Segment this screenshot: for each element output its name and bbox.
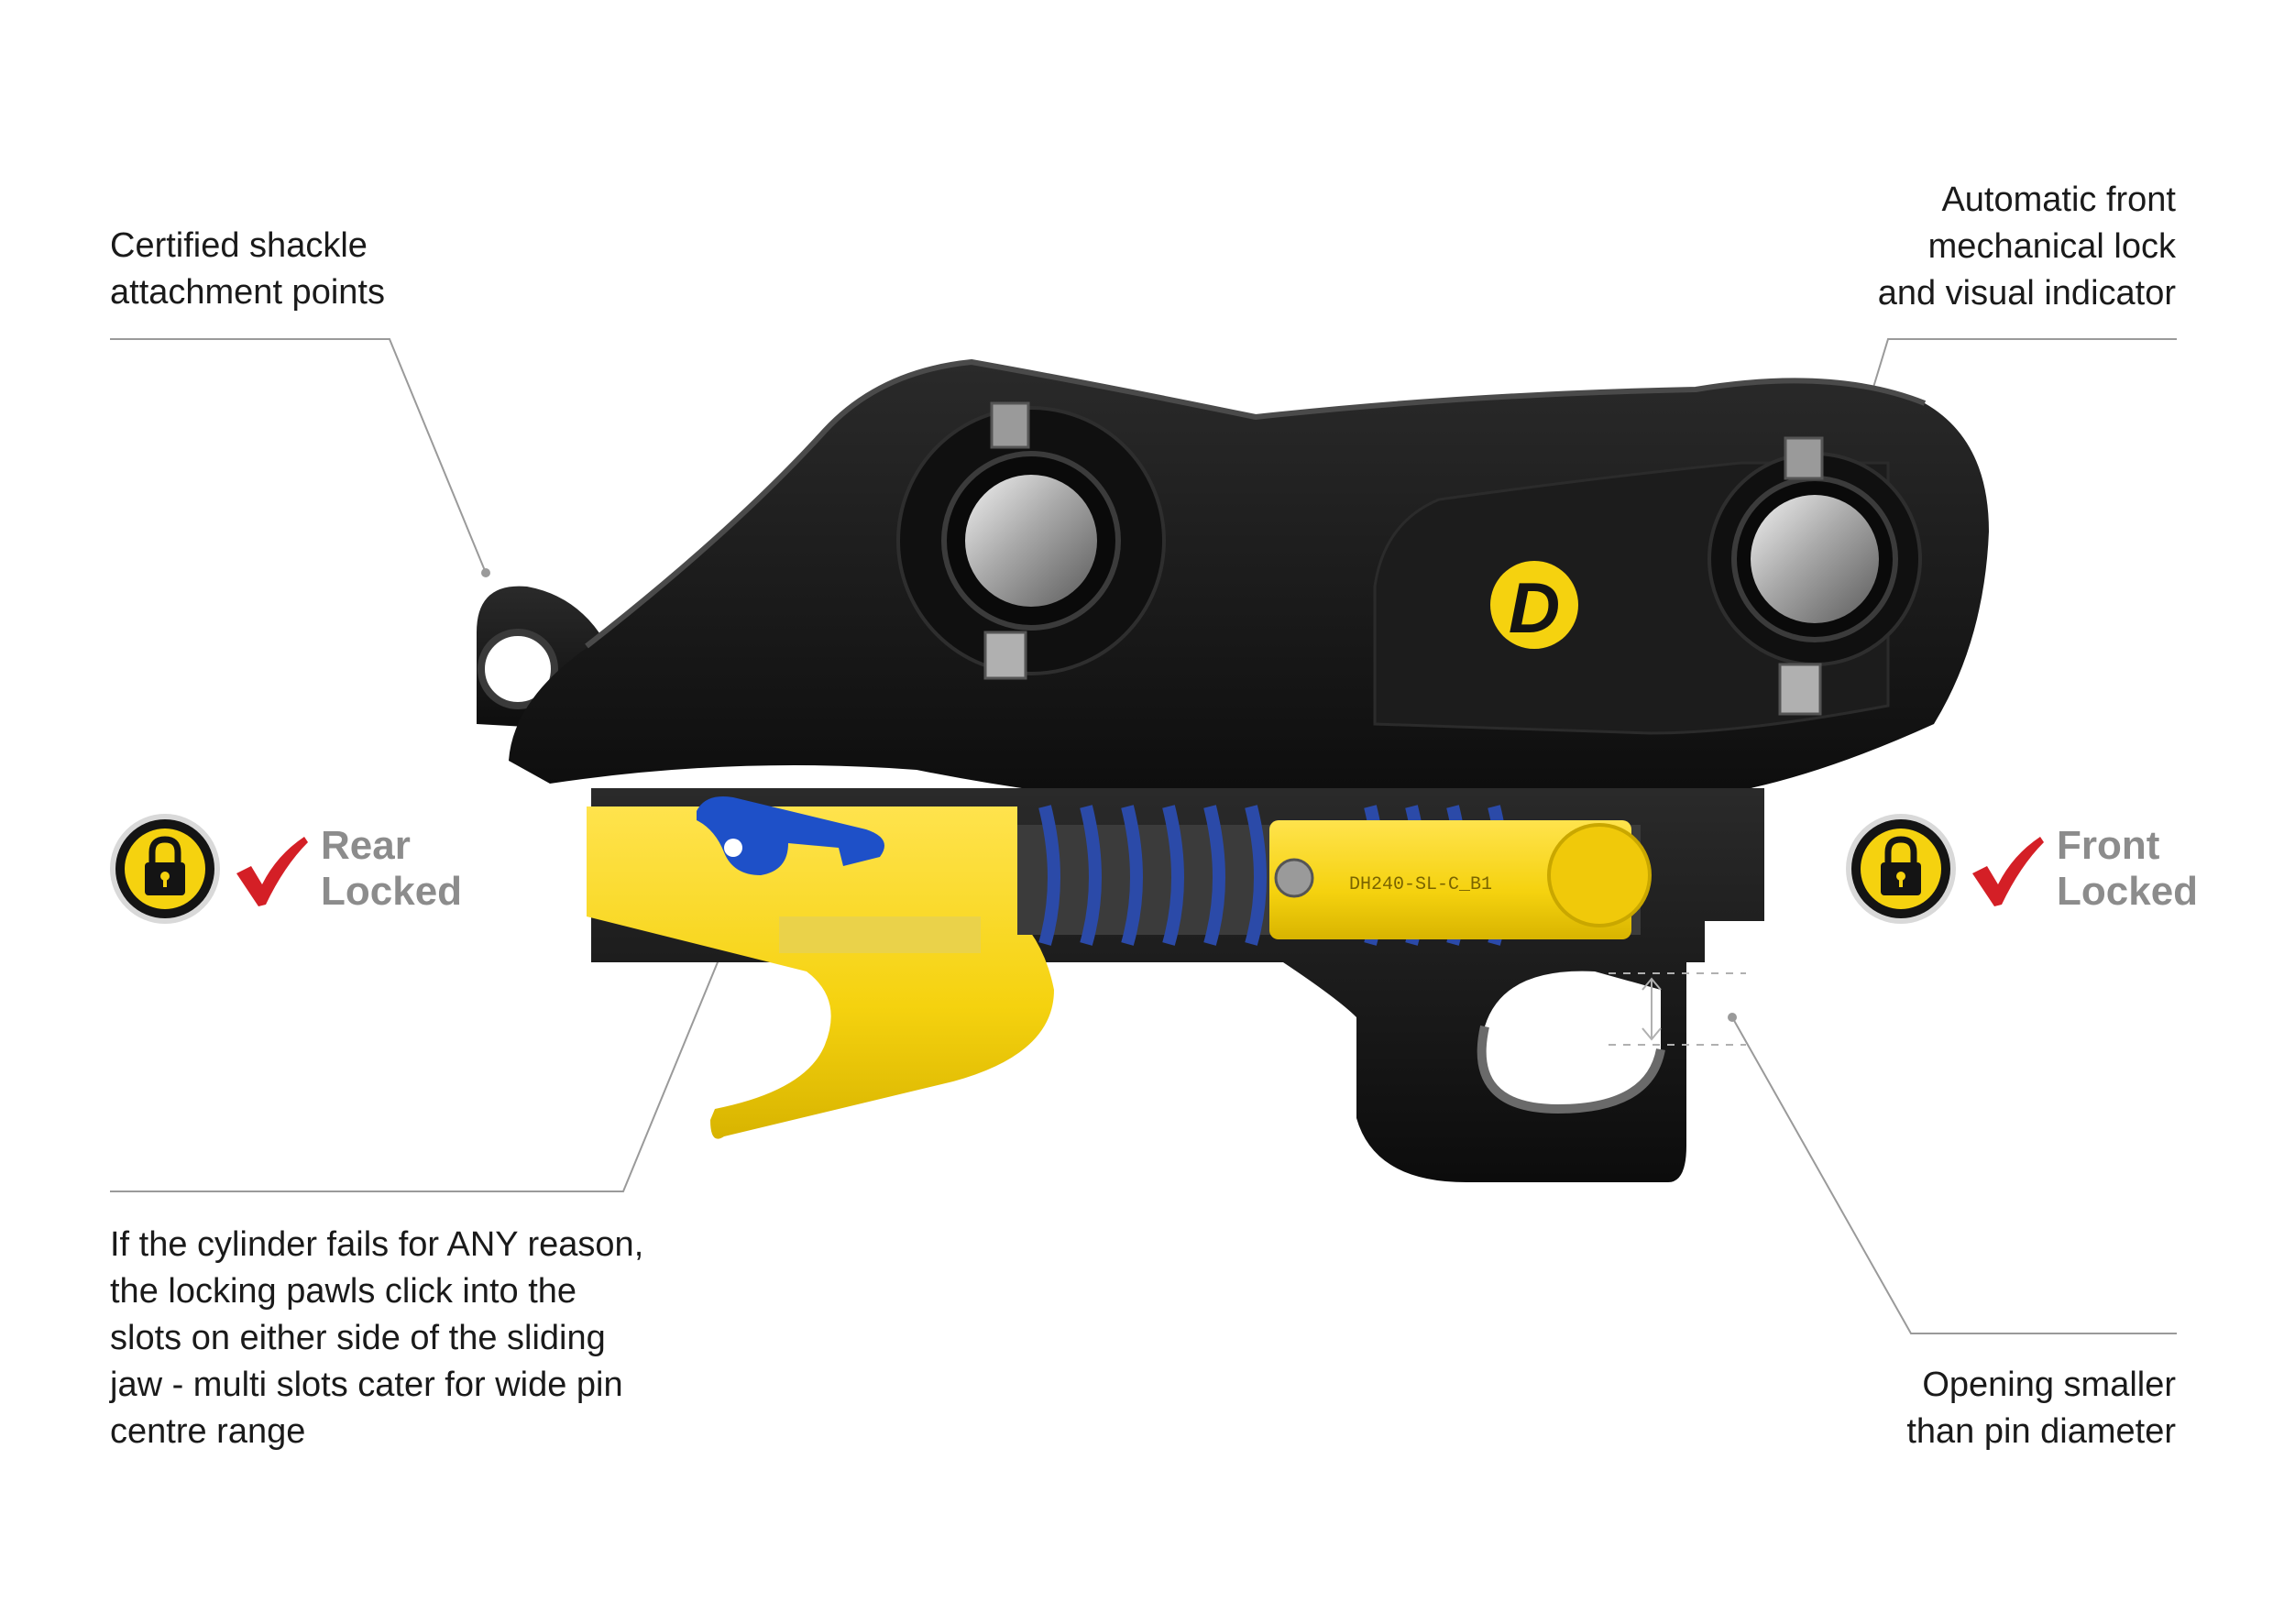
callout-front-lock: Automatic front mechanical lock and visu… — [1878, 177, 2176, 317]
leader-dot-opening — [1728, 1013, 1737, 1022]
callout-shackle-line-2: attachment points — [110, 273, 385, 312]
callout-front-lock-line-3: and visual indicator — [1877, 274, 2176, 313]
checkmark-icon — [236, 837, 308, 906]
rear-bolt-bottom — [983, 631, 1027, 680]
callout-pawls-line-3: slots on either side of the sliding — [110, 1319, 606, 1357]
front-hook-rim — [1477, 1025, 1665, 1114]
padlock-icon — [1846, 814, 1956, 924]
callout-shackle-line-1: Certified shackle — [110, 226, 368, 265]
rear-pin — [965, 475, 1097, 607]
opening-dimension — [1609, 972, 1746, 1046]
status-front-locked: Front Locked — [1844, 812, 2198, 926]
logo-letter: D — [1509, 567, 1560, 648]
front-pin — [1751, 495, 1879, 623]
hydraulic-cylinder — [1269, 820, 1631, 939]
logo-badge — [1490, 561, 1578, 649]
callout-pawls-line-4: jaw - multi slots cater for wide pin — [110, 1366, 623, 1404]
callout-pawls-line-2: the locking pawls click into the — [110, 1272, 577, 1311]
status-rear-locked-word: Locked — [321, 869, 463, 914]
status-front-locked-word: Locked — [2057, 869, 2199, 914]
callout-opening-line-1: Opening smaller — [1922, 1366, 2176, 1404]
top-plate-edge-highlight — [585, 358, 1927, 649]
status-rear-label: Rear Locked — [321, 823, 462, 915]
leader-line-shackle — [110, 338, 487, 574]
locking-pawl — [697, 796, 884, 875]
cylinder-bolt — [1274, 858, 1314, 898]
sliding-jaw — [587, 807, 1054, 1139]
callout-front-lock-line-1: Automatic front — [1941, 181, 2176, 219]
callout-shackle-points: Certified shackle attachment points — [110, 223, 385, 316]
leader-line-pawls — [110, 879, 752, 1192]
part-code: DH240-SL-C_B1 — [1349, 874, 1492, 895]
callout-opening-line-2: than pin diameter — [1906, 1412, 2176, 1451]
status-front-word: Front — [2057, 823, 2160, 868]
status-rear-word: Rear — [321, 823, 411, 868]
leader-line-opening — [1731, 1016, 2177, 1334]
checkmark-icon — [1972, 837, 2044, 906]
leader-dot-shackle — [481, 568, 490, 577]
callout-pawls-line-5: centre range — [110, 1412, 306, 1451]
callout-front-lock-line-2: mechanical lock — [1927, 227, 2176, 266]
sliding-jaw-inner — [779, 916, 981, 953]
cylinder-end-cap — [1547, 823, 1652, 927]
callout-locking-pawls: If the cylinder fails for ANY reason, th… — [110, 1222, 643, 1455]
callout-pawls-line-1: If the cylinder fails for ANY reason, — [110, 1225, 644, 1264]
rear-bolt-top — [990, 401, 1030, 449]
front-bolt-top — [1784, 436, 1824, 480]
front-hook-opening — [1481, 971, 1661, 1109]
status-front-label: Front Locked — [2057, 823, 2198, 915]
status-rear-locked: Rear Locked — [108, 812, 462, 926]
padlock-icon — [110, 814, 220, 924]
shackle-hole — [478, 629, 558, 709]
pawl-pivot — [724, 839, 742, 857]
front-bolt-bottom — [1778, 663, 1822, 716]
callout-opening: Opening smaller than pin diameter — [1906, 1362, 2176, 1455]
